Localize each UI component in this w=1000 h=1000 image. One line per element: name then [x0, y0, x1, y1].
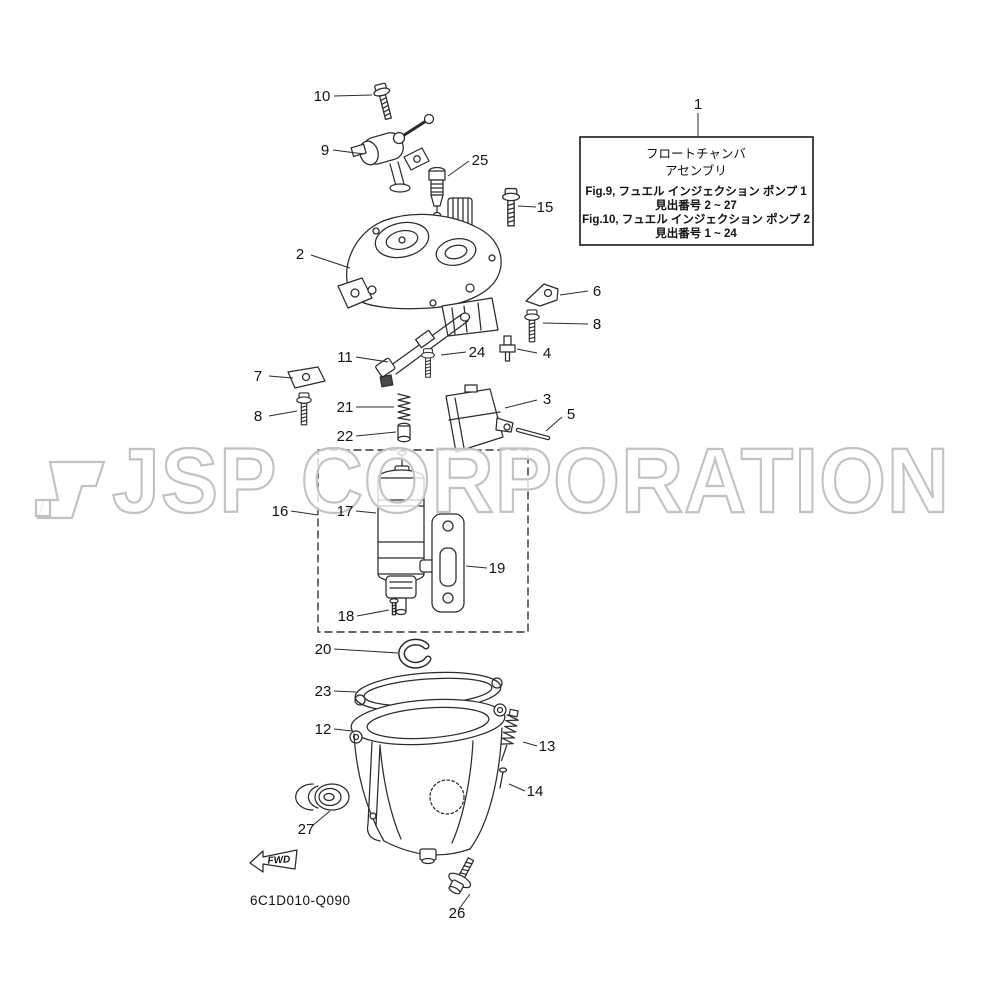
callout-1: 1 [694, 96, 702, 113]
callout-labels: 10 9 25 15 1 2 6 8 24 4 11 7 8 21 22 3 5… [254, 88, 702, 922]
fwd-arrow: FWD [249, 849, 298, 873]
diagram-artwork [287, 81, 559, 895]
fwd-arrow-shape [249, 849, 298, 873]
info-box-fig9: Fig.9, フュエル インジェクション ポンプ 1 [585, 184, 807, 198]
leader-line [311, 810, 331, 827]
callout-10: 10 [314, 88, 331, 105]
leader-line [310, 254, 351, 269]
callout-15: 15 [537, 199, 554, 216]
leader-line [458, 893, 471, 910]
info-box: フロートチャンバ アセンブリ Fig.9, フュエル インジェクション ポンプ … [579, 136, 814, 246]
leader-line [356, 609, 390, 617]
watermark-logo-icon [34, 460, 106, 520]
leader-line [290, 510, 319, 516]
leader-line [332, 149, 365, 155]
leader-line [559, 290, 589, 296]
leader-line [355, 431, 397, 437]
leader-line [517, 205, 537, 208]
leader-line [508, 783, 526, 792]
info-box-title-1: フロートチャンバ [646, 147, 746, 161]
leader-line [355, 510, 377, 514]
part-4-joint [499, 335, 516, 362]
part-14-pin [498, 767, 508, 789]
part-26-bolt [448, 857, 475, 895]
info-box-fig10: Fig.10, フュエル インジェクション ポンプ 2 [582, 212, 810, 226]
leader-line [545, 416, 563, 432]
fwd-label: FWD [267, 854, 290, 867]
callout-16: 16 [272, 503, 289, 520]
leader-line [504, 399, 538, 409]
part-9-fuel-joint [350, 113, 435, 193]
callout-12: 12 [315, 721, 332, 738]
part-7-bracket-plate [287, 366, 326, 389]
watermark: JSP CORPORATION [34, 429, 950, 533]
part-24-bolt [421, 348, 435, 378]
leader-line [522, 741, 538, 747]
part-20-clip [398, 638, 432, 669]
part-21-spring [397, 393, 411, 421]
callout-14: 14 [527, 783, 544, 800]
callout-25: 25 [472, 152, 489, 169]
info-box-title-2: アセンブリ [665, 163, 727, 178]
callout-26: 26 [449, 905, 466, 922]
callout-17: 17 [337, 503, 354, 520]
part-22-damper [397, 422, 411, 443]
part-10-bolt [371, 81, 397, 122]
info-box-fig9-range: 見出番号 2 ~ 27 [654, 198, 737, 212]
callout-8-b: 8 [254, 408, 262, 425]
leader-line [440, 351, 467, 356]
part-15-bolt [501, 187, 521, 227]
callout-9: 9 [321, 142, 329, 159]
part-5-float-pin [515, 427, 551, 441]
info-box-frame [579, 136, 814, 246]
part-27-grommet [295, 783, 350, 811]
leader-line [465, 565, 488, 569]
callout-27: 27 [298, 821, 315, 838]
leader-line [268, 410, 298, 417]
part-8-bolt-b [296, 392, 312, 426]
leader-line [542, 322, 589, 325]
callout-13: 13 [539, 738, 556, 755]
part-19-pump-bracket [431, 513, 465, 613]
part-16-dashed-outline [317, 449, 529, 633]
callout-4: 4 [543, 345, 551, 362]
part-code: 6C1D010-Q090 [250, 893, 351, 908]
leader-lines [268, 94, 699, 910]
leader-line [516, 348, 538, 354]
part-3-float [445, 384, 514, 453]
callout-21: 21 [337, 399, 354, 416]
leader-line [333, 648, 399, 654]
callout-11: 11 [337, 349, 353, 366]
callout-24: 24 [469, 344, 486, 361]
part-12-float-chamber-body [349, 698, 507, 865]
callout-5: 5 [567, 406, 575, 423]
callout-23: 23 [315, 683, 332, 700]
callout-22: 22 [337, 428, 354, 445]
callout-3: 3 [543, 391, 551, 408]
info-box-fig10-range: 見出番号 1 ~ 24 [654, 226, 737, 240]
leader-line [333, 728, 353, 732]
part-11-fuel-pipe [375, 312, 471, 388]
watermark-text: JSP CORPORATION [112, 430, 950, 532]
callout-19: 19 [489, 560, 506, 577]
callout-6: 6 [593, 283, 601, 300]
part-17-fuel-pump [377, 450, 443, 616]
callout-20: 20 [315, 641, 332, 658]
part-8-bolt-a [524, 309, 540, 343]
callout-18: 18 [338, 608, 355, 625]
part-2-pump-bracket [337, 213, 502, 337]
leader-line [333, 690, 357, 693]
callout-2: 2 [296, 246, 304, 263]
leader-line [333, 94, 373, 97]
part-6-clamp [525, 283, 559, 307]
callout-7: 7 [254, 368, 262, 385]
callout-8-a: 8 [593, 316, 601, 333]
leader-line [268, 375, 294, 379]
leader-line [355, 356, 389, 363]
part-25-injector [428, 166, 446, 219]
part-13-spring-screw [500, 708, 519, 762]
leader-line [447, 160, 470, 177]
